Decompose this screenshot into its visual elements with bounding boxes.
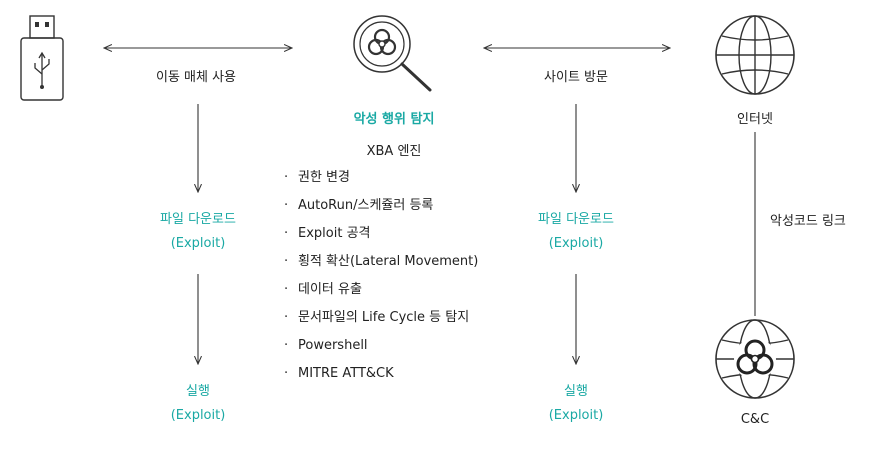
bullet: ·	[284, 226, 289, 241]
right-execute-line2: (Exploit)	[548, 408, 604, 423]
right-download-node: 파일 다운로드 (Exploit)	[538, 208, 614, 256]
bullet: ·	[284, 170, 289, 185]
globe-biohazard-icon	[715, 319, 795, 399]
detection-label: 횡적 확산(Lateral Movement)	[298, 254, 479, 269]
site-visit-label: 사이트 방문	[544, 70, 608, 85]
detection-list: · 권한 변경 · AutoRun/스케쥴러 등록 · Exploit 공격 · 횡적 확산(…	[284, 164, 478, 388]
bullet: ·	[284, 310, 289, 325]
right-download-line1: 파일 다운로드	[538, 212, 614, 227]
bullet: ·	[284, 198, 289, 213]
detection-item: · MITRE ATT&CK	[284, 360, 478, 388]
detection-label: 데이터 유출	[298, 282, 362, 297]
detection-label: Powershell	[298, 338, 368, 353]
left-execute-line2: (Exploit)	[170, 408, 226, 423]
bullet: ·	[284, 366, 289, 381]
detection-item: · 횡적 확산(Lateral Movement)	[284, 248, 478, 276]
left-download-line1: 파일 다운로드	[160, 212, 236, 227]
center-title: 악성 행위 탐지	[353, 112, 435, 127]
engine-label: XBA 엔진	[366, 144, 422, 159]
detection-item: · AutoRun/스케쥴러 등록	[284, 192, 478, 220]
detection-item: · 데이터 유출	[284, 276, 478, 304]
detection-item: · Powershell	[284, 332, 478, 360]
usb-label: 이동 매체 사용	[155, 70, 237, 85]
detection-label: 권한 변경	[298, 170, 350, 185]
internet-label: 인터넷	[737, 112, 773, 127]
magnifier-biohazard-icon	[353, 15, 432, 92]
left-execute-line1: 실행	[186, 384, 210, 399]
detection-item: · Exploit 공격	[284, 220, 478, 248]
detection-label: MITRE ATT&CK	[298, 366, 394, 381]
bullet: ·	[284, 282, 289, 297]
detection-label: 문서파일의 Life Cycle 등 탐지	[298, 310, 470, 325]
detection-label: Exploit 공격	[298, 226, 371, 241]
right-download-line2: (Exploit)	[548, 236, 604, 251]
right-execute-node: 실행 (Exploit)	[549, 380, 604, 428]
globe-icon	[715, 15, 795, 95]
cc-label: C&C	[740, 412, 770, 427]
bullet: ·	[284, 254, 289, 269]
bullet: ·	[284, 338, 289, 353]
right-execute-line1: 실행	[564, 384, 588, 399]
detection-item: · 권한 변경	[284, 164, 478, 192]
malicious-link-label: 악성코드 링크	[770, 214, 846, 229]
detection-item: · 문서파일의 Life Cycle 등 탐지	[284, 304, 478, 332]
detection-label: AutoRun/스케쥴러 등록	[298, 198, 434, 213]
left-execute-node: 실행 (Exploit)	[171, 380, 226, 428]
left-download-line2: (Exploit)	[170, 236, 226, 251]
left-download-node: 파일 다운로드 (Exploit)	[160, 208, 236, 256]
usb-icon	[20, 15, 64, 101]
